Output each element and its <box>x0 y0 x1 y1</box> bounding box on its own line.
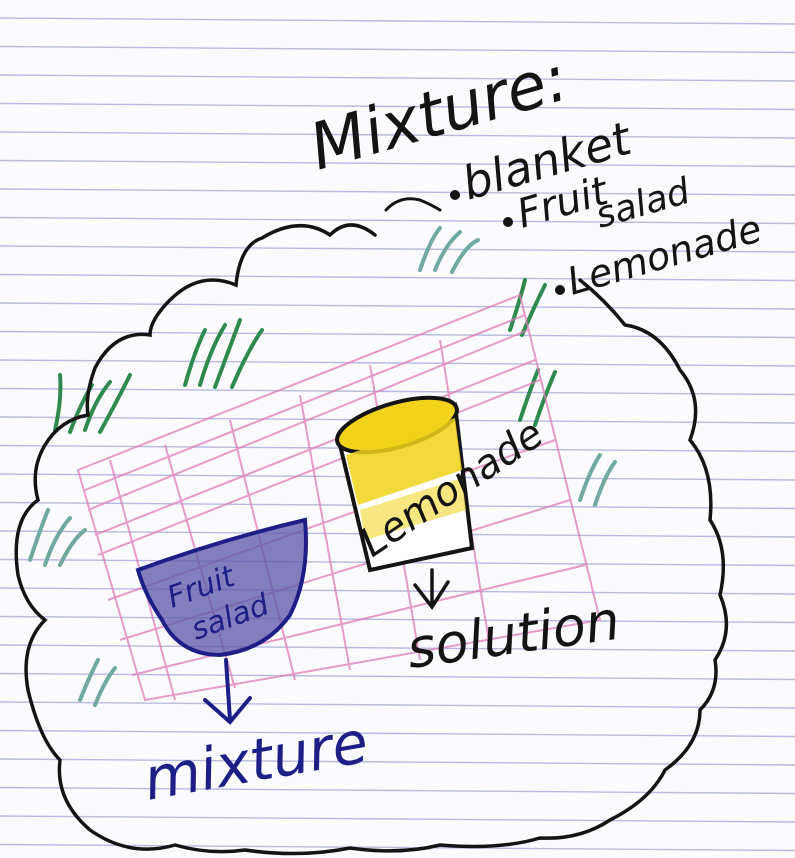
ruled-line <box>0 729 795 738</box>
ruled-line <box>0 843 795 852</box>
ruled-line <box>0 615 795 624</box>
ruled-line <box>0 188 795 196</box>
bowl-arrow <box>203 658 252 725</box>
ruled-line <box>0 387 795 396</box>
ruled-line <box>0 216 795 225</box>
ruled-line <box>0 758 795 766</box>
ruled-line <box>0 644 795 652</box>
ruled-line <box>0 302 795 310</box>
ruled-line <box>0 587 795 595</box>
lemonade-cup <box>335 395 475 573</box>
bullet-dots <box>450 190 565 295</box>
cloud-tail <box>384 197 442 212</box>
ruled-line <box>0 131 795 139</box>
ruled-line <box>0 102 795 111</box>
ruled-line <box>0 245 795 253</box>
cup-arrow <box>413 568 450 611</box>
ruled-line <box>0 701 795 709</box>
ruled-line <box>0 672 795 681</box>
ruled-line <box>0 45 795 54</box>
ruled-line <box>0 17 795 25</box>
ruled-line <box>0 74 795 82</box>
list-item-lemonade: Lemonade <box>562 206 766 303</box>
cloud-outline <box>14 223 729 856</box>
bowl-result-label: mixture <box>139 708 373 814</box>
fruit-salad-bowl <box>135 517 308 658</box>
ruled-line <box>0 359 795 367</box>
ruled-line <box>0 159 795 168</box>
grass-tufts <box>28 226 617 707</box>
ruled-line <box>0 815 795 823</box>
ruled-line <box>0 330 795 339</box>
ruled-line <box>0 786 795 795</box>
ruled-line <box>0 273 795 282</box>
